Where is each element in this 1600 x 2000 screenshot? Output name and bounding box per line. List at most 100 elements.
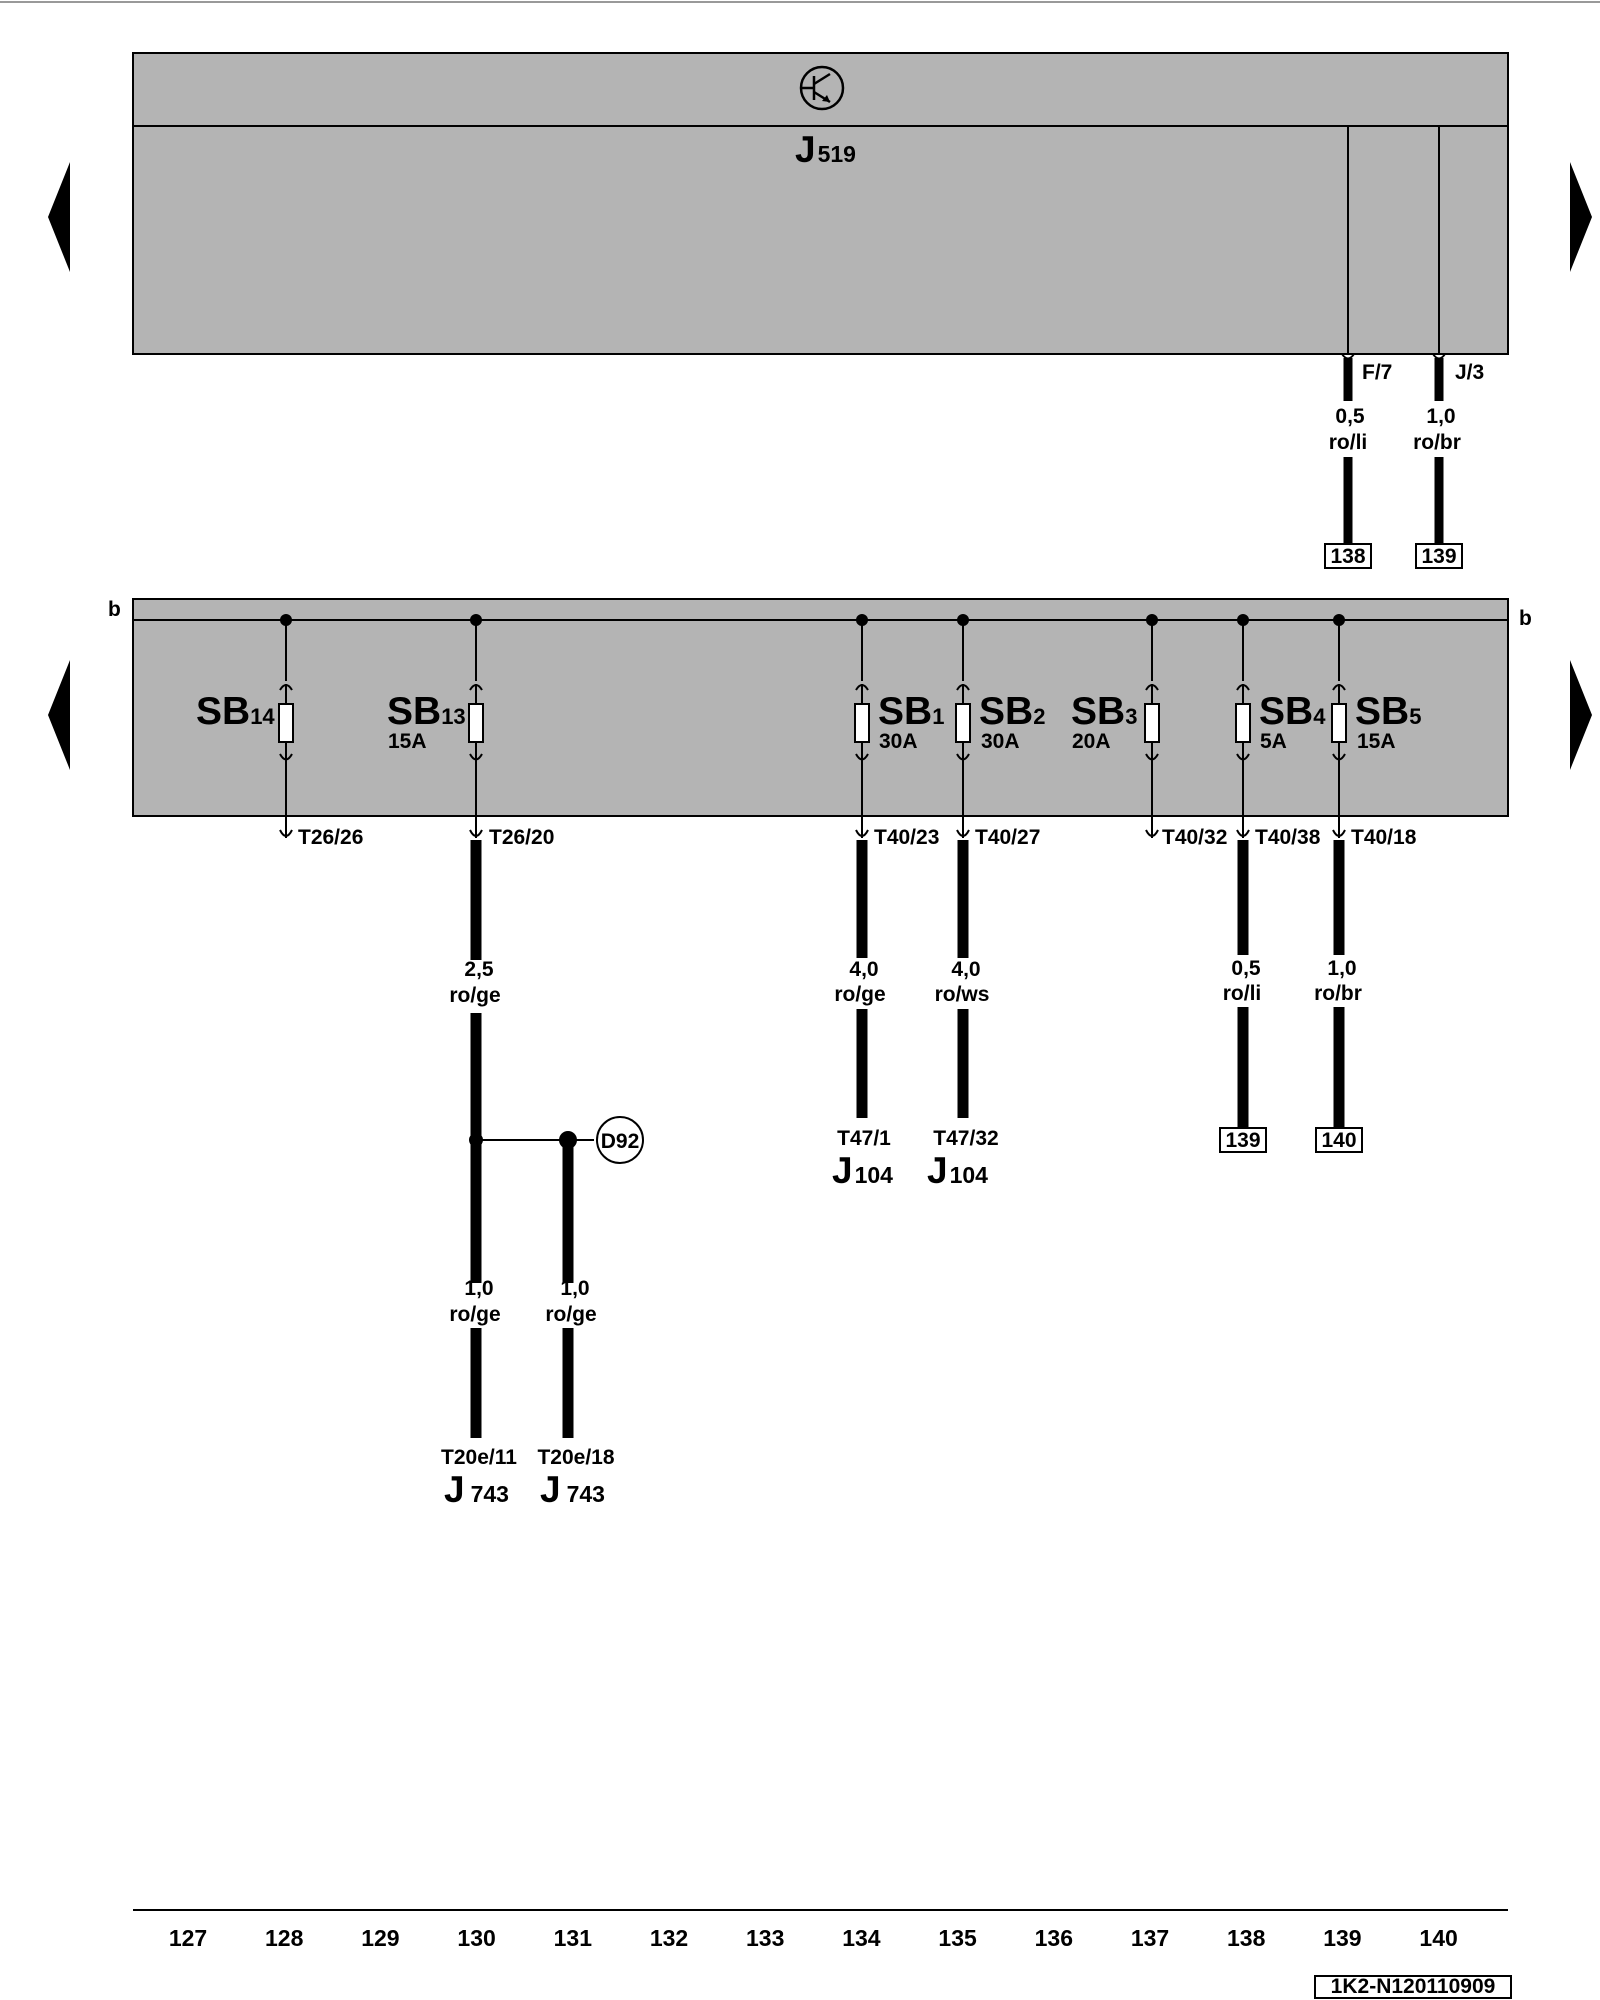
bus-label-left: b [108, 598, 121, 621]
transistor-symbol-icon [799, 65, 845, 111]
ref-box: 138 [1330, 545, 1365, 568]
wire-size: 0,5 [1335, 405, 1365, 428]
pin-t40-38: T40/38 [1255, 826, 1321, 849]
doc-code-text: 1K2-N120110909 [1330, 1975, 1496, 1998]
component-label: J104 [832, 1150, 893, 1191]
splice-label: D92 [601, 1130, 640, 1153]
fuse-label-sb1: SB1 [878, 690, 944, 733]
fuse-rating-sb3: 20A [1072, 730, 1111, 753]
wire-size: 4,0 [849, 958, 878, 981]
ref-box: 139 [1421, 545, 1456, 568]
fuse-label-sb2: SB2 [979, 690, 1045, 733]
fuse-symbol-sb5 [1331, 614, 1347, 838]
pin-t40-27: T40/27 [975, 826, 1040, 849]
module-name: J519 [795, 129, 856, 170]
pin-t26-26: T26/26 [298, 826, 363, 849]
wire-sb1: 4,0 ro/ge T47/1 J104 [832, 840, 893, 1191]
ref-box: 140 [1321, 1129, 1356, 1152]
fuse-label-sb3: SB3 [1071, 690, 1137, 733]
fuse-label-sb4: SB4 [1259, 690, 1326, 733]
column-number: 140 [1419, 1925, 1457, 1951]
column-number: 131 [554, 1925, 593, 1951]
wire-color: ro/li [1223, 982, 1262, 1005]
wire-color: ro/ge [834, 983, 885, 1006]
fuse-rating-sb4: 5A [1260, 730, 1287, 753]
module-j519: J519 [132, 52, 1509, 355]
column-number: 133 [746, 1925, 784, 1951]
doc-code: 1K2-N120110909 [1314, 1975, 1512, 1999]
fuse-symbol-sb2 [955, 614, 971, 838]
wire-size: 2,5 [464, 958, 494, 981]
fuse-rating-sb5: 15A [1357, 730, 1396, 753]
wire-size: 4,0 [951, 958, 980, 981]
wire-size: 1,0 [464, 1277, 493, 1300]
wire-color: ro/ge [545, 1303, 596, 1326]
wire-sb13-trunk: 2,5 ro/ge [449, 840, 501, 1283]
wire-sb5: 1,0 ro/br 140 [1314, 840, 1363, 1153]
fuse-rating-sb13: 15A [388, 730, 427, 753]
wire-color: ro/br [1314, 982, 1362, 1005]
fuses [278, 614, 1347, 838]
wire-color: ro/ws [935, 983, 990, 1006]
triangle-left-icon[interactable] [48, 162, 70, 272]
wire-color: ro/ge [449, 1303, 500, 1326]
column-numbers: 127 128 129 130 131 132 133 134 135 136 137 138 139 1… [169, 1925, 1458, 1951]
pin-label: F/7 [1362, 361, 1392, 384]
column-number: 132 [650, 1925, 688, 1951]
fuse-symbol-sb3 [1144, 614, 1160, 838]
pin-label: T20e/11 [441, 1446, 517, 1469]
column-number: 139 [1323, 1925, 1361, 1951]
pin-label: T47/1 [837, 1127, 891, 1150]
column-number: 138 [1227, 1925, 1266, 1951]
wire-sb2: 4,0 ro/ws T47/32 J104 [927, 840, 999, 1191]
triangle-left-icon[interactable] [48, 660, 70, 770]
column-number: 127 [169, 1925, 207, 1951]
pin-label: T47/32 [933, 1127, 998, 1150]
column-number: 129 [361, 1925, 399, 1951]
triangle-right-icon[interactable] [1570, 660, 1592, 770]
fuse-label-sb5: SB5 [1355, 690, 1421, 733]
fuse-symbol-sb13 [468, 614, 484, 838]
wire-size: 1,0 [560, 1277, 589, 1300]
pin-t40-18: T40/18 [1351, 826, 1417, 849]
pin-label: T20e/18 [537, 1446, 614, 1469]
pin-t40-32: T40/32 [1162, 826, 1227, 849]
fuse-symbol-sb4 [1235, 614, 1251, 838]
pin-t40-23: T40/23 [874, 826, 939, 849]
triangle-right-icon[interactable] [1570, 162, 1592, 272]
column-number: 130 [457, 1925, 495, 1951]
column-number: 136 [1035, 1925, 1073, 1951]
fuse-rating-sb2: 30A [981, 730, 1020, 753]
pin-t26-20: T26/20 [489, 826, 554, 849]
column-number: 135 [938, 1925, 977, 1951]
output-j3: J/3 1,0 ro/br 139 [1413, 353, 1484, 569]
fuse-rating-sb1: 30A [879, 730, 918, 753]
bus-label-right: b [1519, 607, 1532, 630]
splice-d92: D92 [469, 1116, 644, 1164]
wire-color: ro/li [1329, 431, 1368, 454]
column-number: 134 [842, 1925, 881, 1951]
fuse-module: b b [108, 598, 1532, 817]
fuse-label-sb14: SB14 [196, 690, 275, 733]
fuse-symbol-sb1 [854, 614, 870, 838]
fuse-label-sb13: SB13 [387, 690, 466, 733]
pin-label: J/3 [1455, 361, 1484, 384]
ref-box: 139 [1225, 1129, 1260, 1152]
wire-size: 1,0 [1426, 405, 1455, 428]
column-number: 137 [1131, 1925, 1169, 1951]
fuse-symbol-sb14 [278, 614, 294, 838]
wire-color: ro/br [1413, 431, 1461, 454]
fuse-labels: SB14 SB13 15A SB1 30A SB2 30A SB3 20A SB… [196, 690, 1421, 753]
wire-color: ro/ge [449, 984, 500, 1007]
fuse-pin-labels: T26/26 T26/20 T40/23 T40/27 T40/32 T40/3… [298, 826, 1417, 849]
component-label: J104 [927, 1150, 988, 1191]
output-f7: F/7 0,5 ro/li 138 [1324, 353, 1392, 569]
wire-sb4: 0,5 ro/li 139 [1219, 840, 1267, 1153]
column-number: 128 [265, 1925, 304, 1951]
wire-size: 0,5 [1231, 957, 1261, 980]
